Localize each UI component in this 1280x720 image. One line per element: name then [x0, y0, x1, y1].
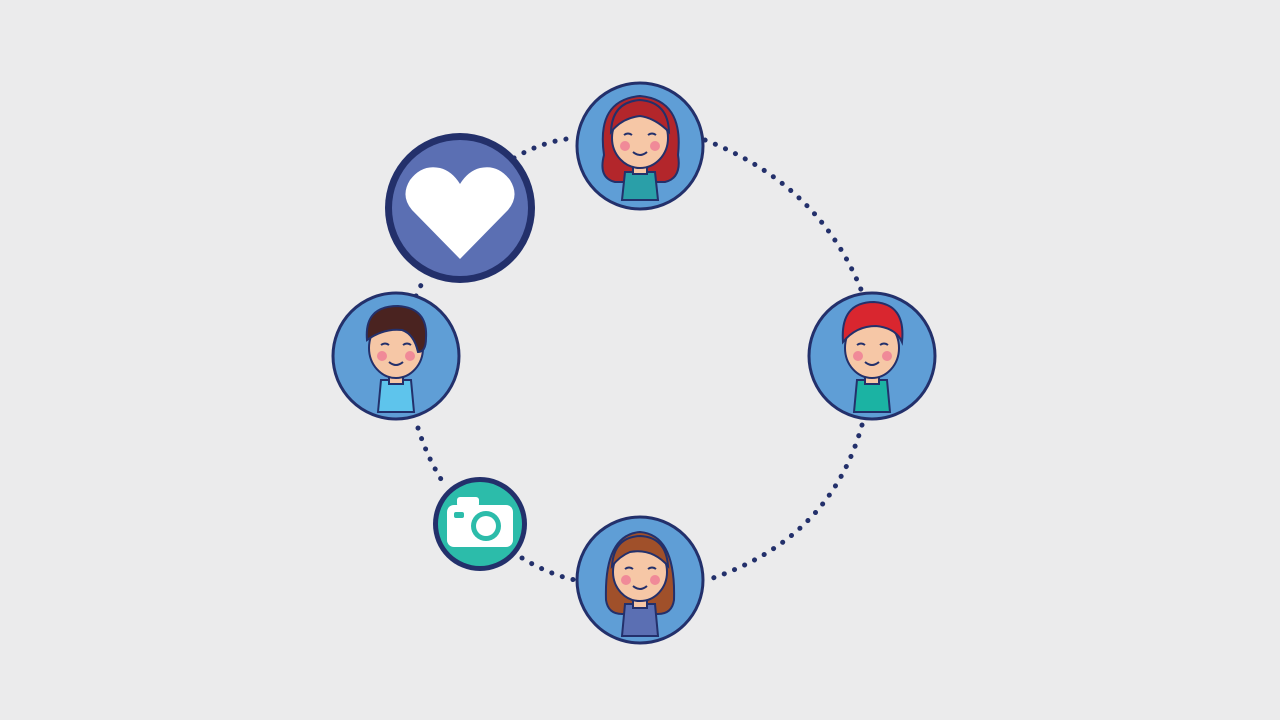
avatar-woman-red-hair — [575, 81, 705, 211]
man-red-hair-icon — [841, 300, 904, 413]
heart-icon — [405, 167, 515, 259]
connector-arc-bottom-left — [519, 555, 578, 583]
heart-badge — [385, 133, 535, 283]
avatar-man-dark-hair — [331, 291, 461, 421]
avatar-woman-brown-hair — [575, 515, 705, 645]
connector-arc-left-lower — [415, 425, 449, 490]
camera-icon — [447, 497, 513, 547]
avatar-man-red-hair — [807, 291, 937, 421]
camera-badge — [433, 477, 527, 571]
woman-red-hair-icon — [601, 94, 680, 201]
man-dark-hair-icon — [365, 304, 428, 413]
connector-arc-bottom-right — [704, 422, 865, 583]
woman-brown-hair-icon — [604, 530, 676, 637]
connector-arc-top-left — [511, 135, 579, 161]
connector-arc-top-right — [702, 137, 865, 295]
connector-arc-left-upper — [413, 276, 427, 299]
dotted-connection-ring — [413, 135, 865, 583]
